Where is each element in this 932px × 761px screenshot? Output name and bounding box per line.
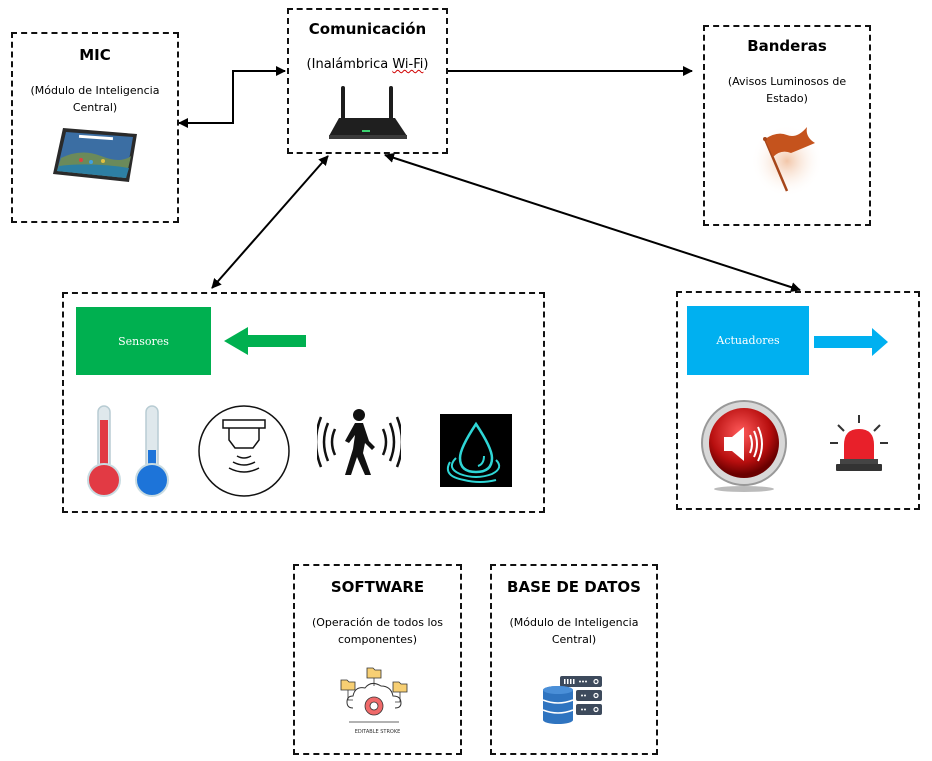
mic-title: MIC xyxy=(79,46,111,64)
wifi-router-icon xyxy=(329,86,407,139)
thermometer-cold-icon xyxy=(135,405,169,497)
base-datos-box: BASE DE DATOS (Módulo de Inteligencia Ce… xyxy=(490,564,658,755)
water-sensor-icon xyxy=(440,414,512,487)
sensores-box: Sensores xyxy=(62,292,545,513)
arrow-left-icon xyxy=(224,327,306,355)
tablet-icon xyxy=(53,128,137,182)
software-box: SOFTWARE (Operación de todos los compone… xyxy=(293,564,462,755)
thermometer-hot-icon xyxy=(87,405,121,497)
speaker-alarm-icon xyxy=(701,400,787,492)
motion-sensor-icon xyxy=(317,409,401,475)
comunicacion-subtitle: (Inalámbrica Wi-Fi) xyxy=(306,57,429,72)
software-subtitle: (Operación de todos los componentes) xyxy=(311,616,443,646)
siren-light-icon xyxy=(830,415,888,471)
mic-subtitle: (Módulo de Inteligencia Central) xyxy=(30,84,160,114)
database-server-icon xyxy=(542,676,602,724)
software-title: SOFTWARE xyxy=(330,578,425,596)
actuadores-label: Actuadores xyxy=(687,306,809,375)
banderas-title: Banderas xyxy=(747,37,827,55)
mic-box: MIC (Módulo de Inteligencia Central) xyxy=(11,32,179,223)
actuadores-box: Actuadores xyxy=(676,291,920,510)
software-icon-caption: EDITABLE STROKE xyxy=(354,729,401,735)
sensores-label: Sensores xyxy=(76,307,211,375)
arrow-right-icon xyxy=(814,328,888,356)
flag-icon xyxy=(751,125,823,197)
comunicacion-box: Comunicación (Inalámbrica Wi-Fi) xyxy=(287,8,448,154)
comunicacion-title: Comunicación xyxy=(308,20,427,38)
arrow-comunicacion-sensores xyxy=(211,155,329,289)
base-datos-title: BASE DE DATOS xyxy=(507,578,641,596)
cloud-gear-icon xyxy=(340,667,408,723)
base-datos-subtitle: (Módulo de Inteligencia Central) xyxy=(509,616,639,646)
arrow-comunicacion-mic xyxy=(178,66,286,128)
banderas-subtitle: (Avisos Luminosos de Estado) xyxy=(727,75,847,105)
banderas-box: Banderas (Avisos Luminosos de Estado) xyxy=(703,25,871,226)
smoke-detector-icon xyxy=(198,405,290,497)
